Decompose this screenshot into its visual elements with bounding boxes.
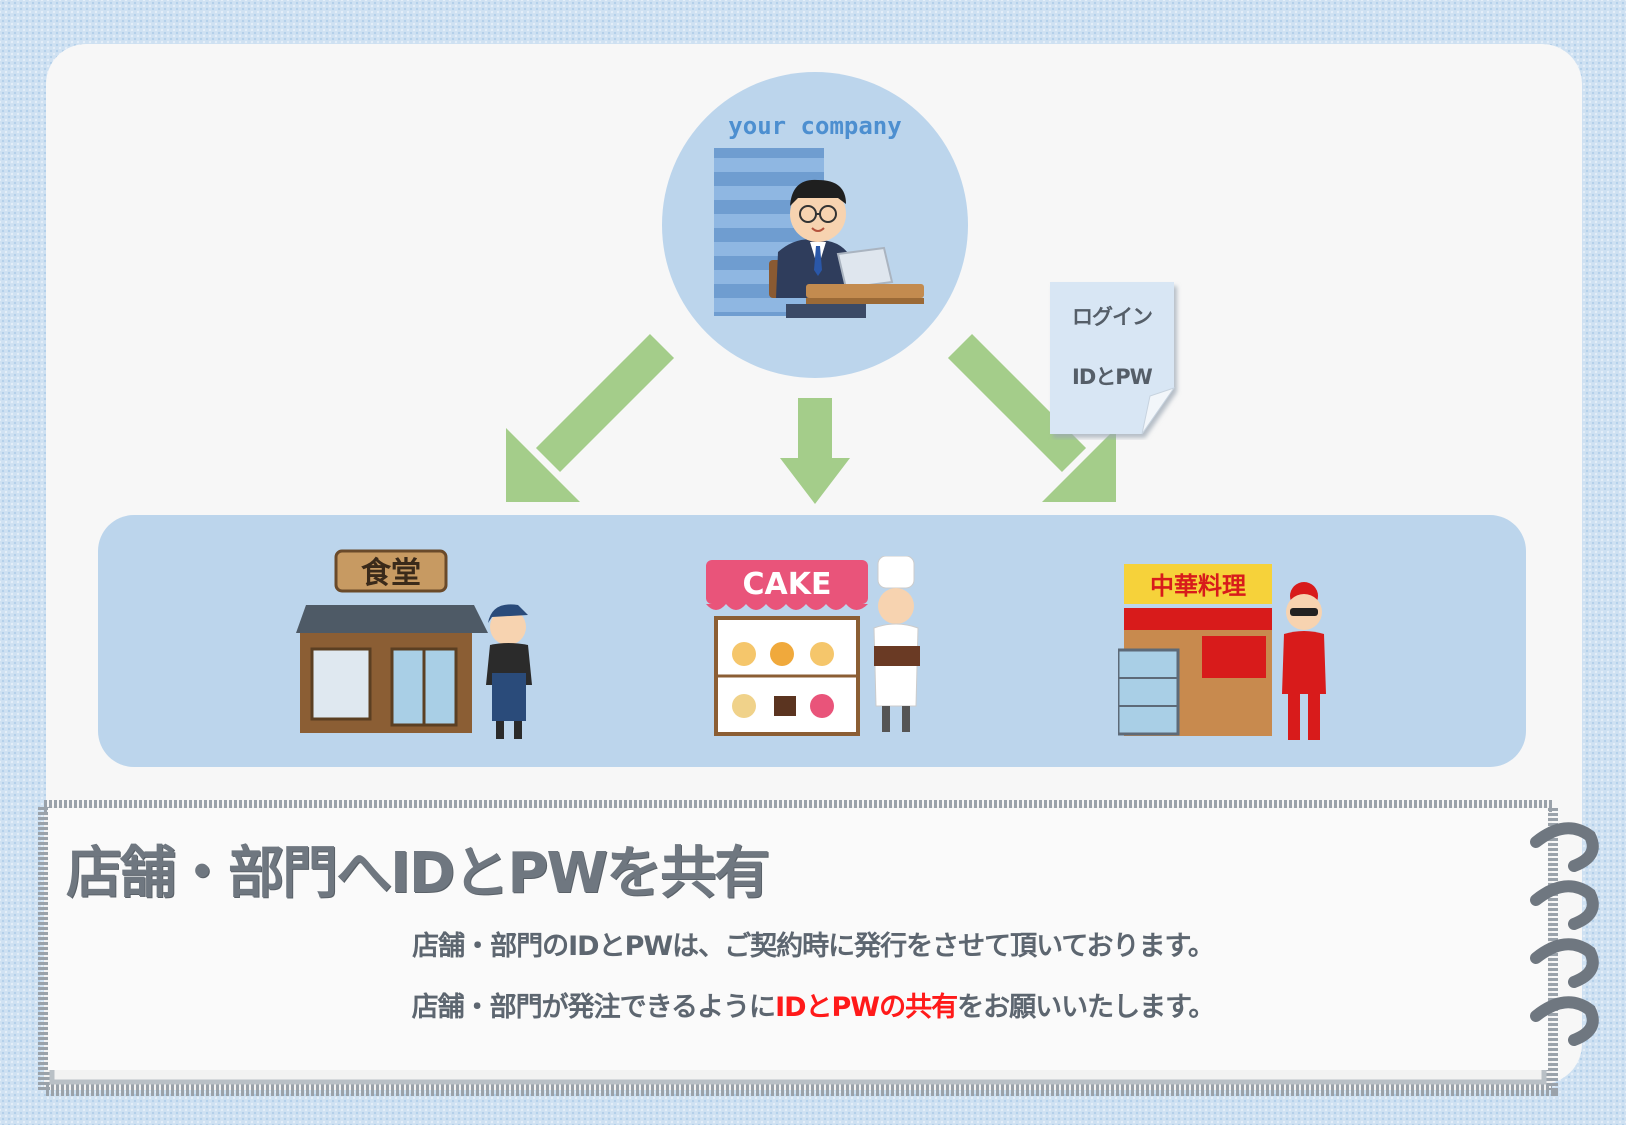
description-line-2-end: をお願いいたします。 (957, 992, 1215, 1023)
chinese-restaurant-illustration: 中華料理 (1118, 564, 1326, 740)
diner-sign-text: 食堂 (361, 556, 421, 591)
description-line-1: 店舗・部門のIDとPWは、ご契約時に発行をさせて頂いております。 (412, 931, 1215, 962)
arrow-right (947, 333, 1116, 502)
page-title: 店舗・部門へIDとPWを共有 (66, 841, 770, 906)
chinese-sign-text: 中華料理 (1150, 572, 1246, 600)
description-line-2: 店舗・部門が発注できるようにIDとPWの共有をお願いいたします。 (0, 985, 1626, 1024)
diner-store-illustration: 食堂 (296, 549, 532, 739)
credentials-note (1050, 282, 1176, 435)
cake-sign-text: CAKE (743, 567, 832, 602)
company-circle: your company (662, 72, 968, 378)
description-highlight: IDとPWの共有 (775, 992, 958, 1023)
arrow-center (780, 398, 850, 504)
office-worker-illustration (714, 148, 924, 318)
cake-shop-illustration: CAKE (706, 556, 920, 736)
description-line-2-start: 店舗・部門が発注できるように (411, 992, 776, 1023)
memo-login-text: ログイン (1072, 305, 1153, 329)
company-label: your company (728, 112, 902, 140)
arrow-left (506, 333, 675, 502)
spiral-binding-icon (1530, 822, 1599, 1046)
memo-idpw-text: IDとPW (1072, 365, 1153, 389)
bottom-card-inner (48, 808, 1548, 1070)
